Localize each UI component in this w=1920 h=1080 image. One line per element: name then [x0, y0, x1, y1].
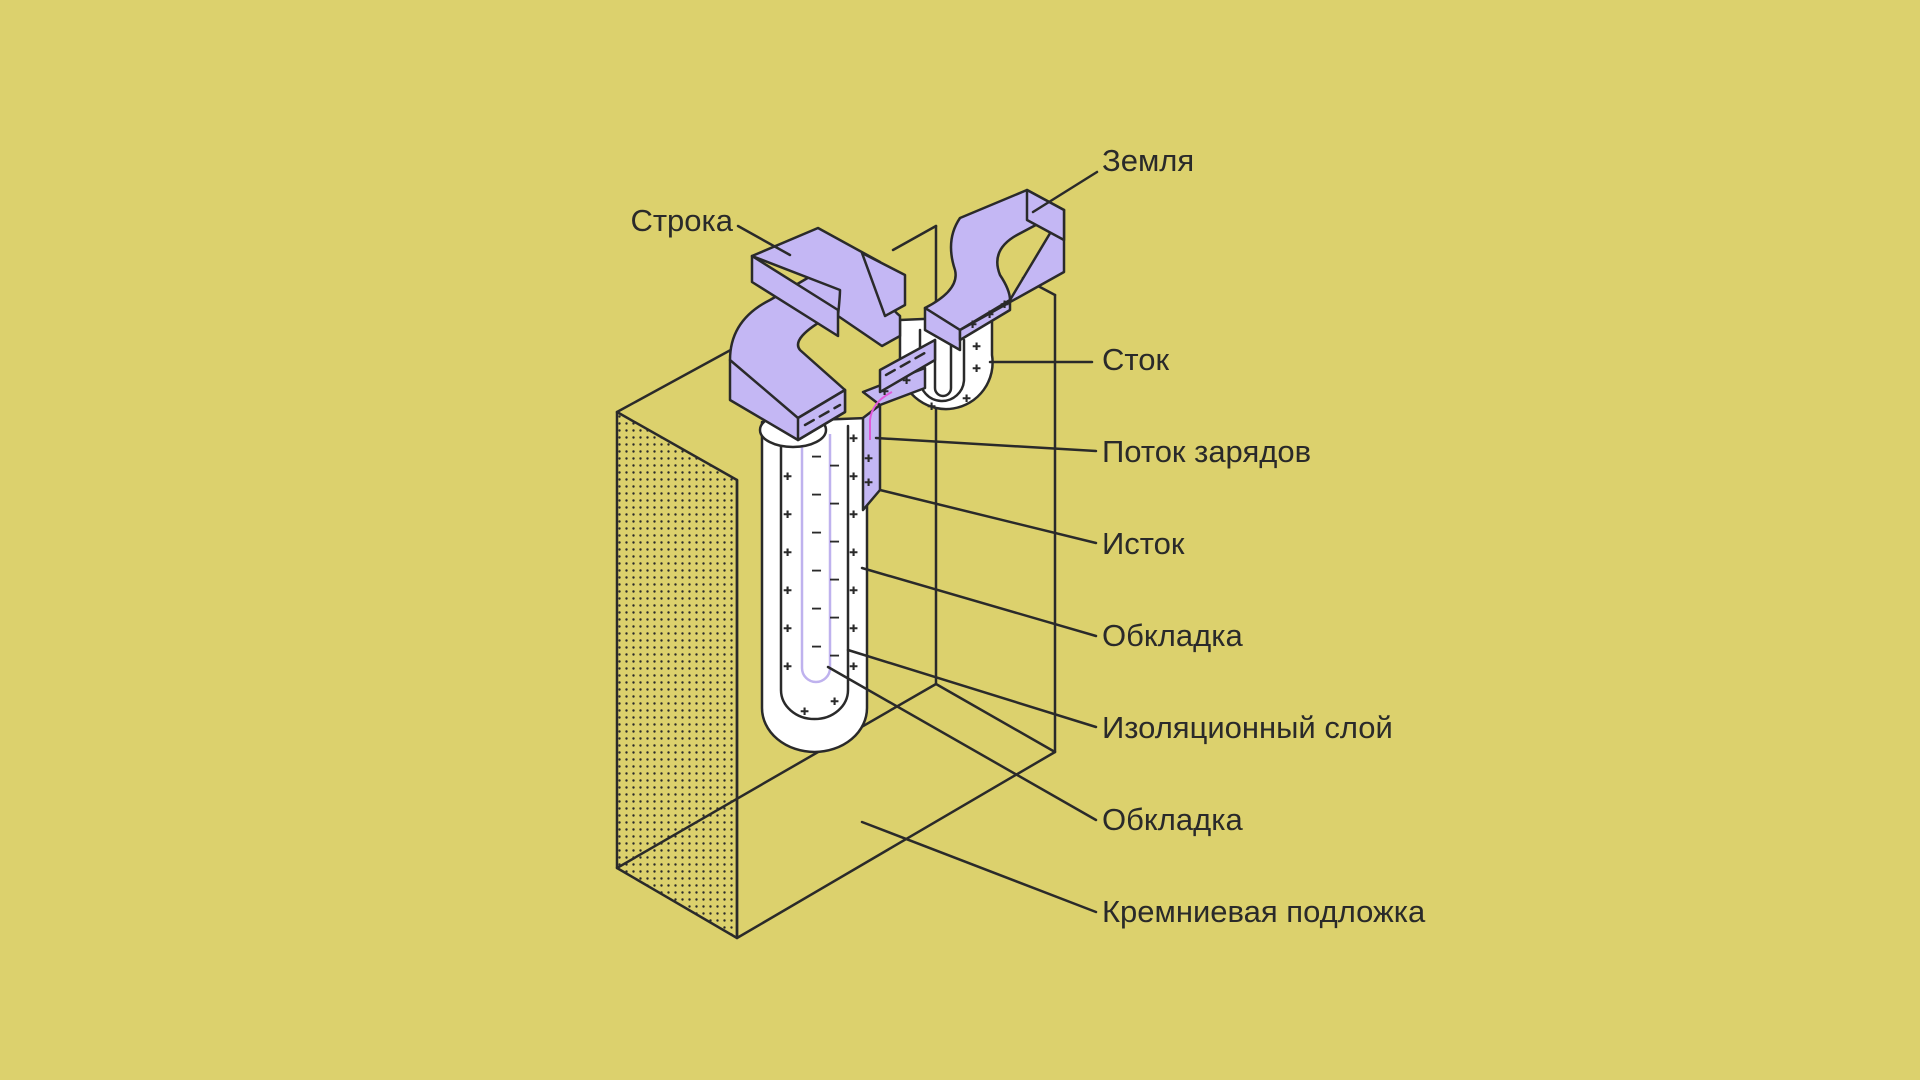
label-row: Строка	[630, 203, 733, 238]
row-right-face	[878, 338, 937, 394]
svg-text:✚: ✚	[864, 472, 873, 490]
label-source: Исток	[1102, 526, 1185, 561]
ground-right	[958, 208, 1066, 342]
svg-text:✚: ✚	[849, 504, 858, 522]
svg-text:–: –	[812, 523, 822, 541]
svg-text:✚: ✚	[783, 580, 792, 598]
leader-plate-inner	[826, 665, 1098, 822]
svg-text:✚: ✚	[902, 370, 911, 388]
substrate-block	[615, 224, 1057, 940]
source-strip: ✚✚✚✚	[861, 366, 927, 512]
insulation-layer	[779, 424, 850, 721]
svg-text:✚: ✚	[1000, 294, 1009, 312]
svg-text:–: –	[830, 494, 840, 512]
svg-text:–: –	[830, 570, 840, 588]
svg-text:✚: ✚	[800, 701, 809, 719]
labels: Строка Земля Сток Поток зарядов Исток Об…	[630, 143, 1426, 929]
drain-well-core	[933, 338, 953, 398]
svg-text:–: –	[830, 646, 840, 664]
svg-text:–: –	[812, 485, 822, 503]
row-dash-2	[884, 348, 932, 377]
svg-text:✚: ✚	[985, 304, 994, 322]
svg-text:–: –	[812, 599, 822, 617]
substrate-front-right-edge	[735, 293, 1057, 940]
svg-text:✚: ✚	[962, 388, 971, 406]
leader-plate-outer	[860, 566, 1098, 638]
leader-charge-flow	[874, 436, 1098, 453]
label-plate-outer: Обкладка	[1102, 618, 1243, 653]
svg-text:✚: ✚	[927, 396, 936, 414]
svg-text:–: –	[812, 637, 822, 655]
leader-source	[878, 488, 1098, 545]
leader-ground	[1031, 170, 1099, 214]
leader-insulation	[846, 648, 1098, 729]
svg-text:–: –	[830, 456, 840, 474]
svg-text:✚: ✚	[783, 656, 792, 674]
plate-charges: ✚✚✚ ✚✚✚ ✚✚✚ ✚✚✚ ✚✚✚ ––– ––– ––– –––	[783, 428, 858, 719]
trench-capacitor: ✚✚✚ ✚✚✚ ✚✚✚ ✚✚✚ ✚✚✚ ––– ––– ––– –––	[758, 411, 869, 754]
svg-text:–: –	[812, 447, 822, 465]
svg-text:✚: ✚	[972, 358, 981, 376]
svg-text:✚: ✚	[849, 618, 858, 636]
svg-text:✚: ✚	[849, 580, 858, 598]
svg-text:–: –	[830, 532, 840, 550]
substrate-left-face	[615, 410, 739, 940]
svg-text:✚: ✚	[849, 542, 858, 560]
outer-plate	[760, 416, 869, 754]
leader-substrate	[860, 820, 1098, 914]
ground-front	[923, 306, 962, 352]
label-charge-flow: Поток зарядов	[1102, 434, 1311, 469]
svg-text:✚: ✚	[783, 542, 792, 560]
svg-text:–: –	[830, 608, 840, 626]
ground-conductor: ✚✚✚	[923, 188, 1066, 352]
svg-text:✚: ✚	[830, 691, 839, 709]
label-drain: Сток	[1102, 342, 1169, 377]
row-dash-1	[803, 403, 842, 427]
label-insulation: Изоляционный слой	[1102, 710, 1393, 745]
charge-flow-line	[869, 391, 893, 440]
svg-text:✚: ✚	[849, 466, 858, 484]
label-plate-inner: Обкладка	[1102, 802, 1243, 837]
substrate-top-edge-left	[615, 344, 740, 414]
substrate-back-top	[891, 224, 938, 252]
svg-text:✚: ✚	[968, 314, 977, 332]
svg-text:✚: ✚	[783, 618, 792, 636]
row-tab	[860, 251, 907, 318]
svg-text:✚: ✚	[783, 504, 792, 522]
svg-text:✚: ✚	[849, 428, 858, 446]
svg-text:✚: ✚	[864, 448, 873, 466]
label-substrate: Кремниевая подложка	[1102, 894, 1426, 929]
svg-text:✚: ✚	[972, 336, 981, 354]
leader-row	[736, 224, 792, 257]
svg-text:–: –	[812, 561, 822, 579]
svg-text:✚: ✚	[783, 466, 792, 484]
label-ground: Земля	[1102, 143, 1194, 178]
svg-text:✚: ✚	[849, 656, 858, 674]
ground-end	[1025, 188, 1066, 242]
leader-lines	[736, 170, 1099, 914]
inner-plate	[800, 434, 832, 684]
row-top-front	[750, 254, 840, 338]
row-conductor	[728, 226, 937, 442]
